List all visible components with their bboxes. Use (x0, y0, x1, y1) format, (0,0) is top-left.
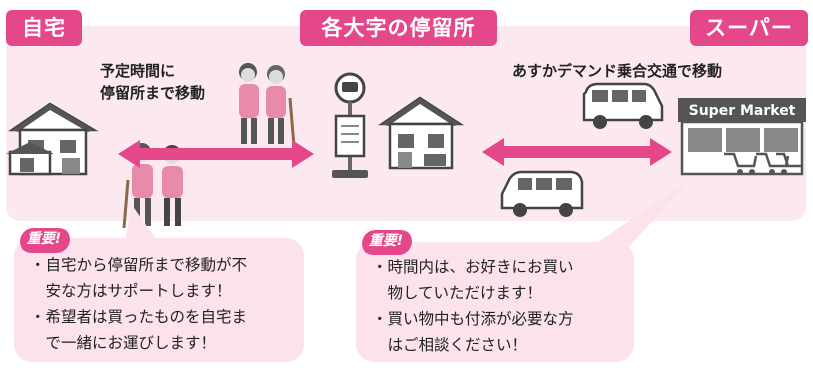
note-line: はご相談ください！ (372, 336, 528, 354)
van-icon (500, 170, 584, 217)
walk-caption-line1: 予定時間に (100, 62, 176, 80)
left-note-pointer (124, 205, 160, 245)
house-icon (6, 102, 99, 176)
double-arrow-icon (118, 140, 314, 168)
home-label: 自宅 (6, 10, 82, 46)
stop-label: 各大字の停留所 (300, 10, 497, 46)
right-note-pointer (586, 180, 690, 250)
elderly-couple-icon (239, 63, 296, 147)
note-line: 物していただけます！ (372, 284, 543, 302)
double-arrow-icon (482, 138, 672, 166)
supermarket-icon: Super Market (678, 98, 806, 176)
house-icon (378, 96, 464, 170)
note-line: ・時間内は、お好きにお買い (372, 258, 574, 276)
note-line: 安な方はサポートします！ (30, 282, 232, 300)
note-line: ・希望者は買ったものを自宅ま (30, 308, 248, 326)
important-badge: 重要! (18, 226, 70, 253)
left-note: ・自宅から停留所まで移動が不 安な方はサポートします！ ・希望者は買ったものを自… (14, 238, 304, 362)
note-line: ・買い物中も付添が必要な方 (372, 310, 574, 328)
store-sign-text: Super Market (689, 103, 796, 119)
bus-stop-icon (332, 72, 368, 178)
note-line: で一緒にお運びします！ (30, 334, 217, 352)
right-note: ・時間内は、お好きにお買い 物していただけます！ ・買い物中も付添が必要な方 は… (356, 242, 634, 362)
important-badge: 重要! (360, 228, 412, 255)
bus-caption: あすかデマンド乗合交通で移動 (512, 62, 723, 80)
van-icon (582, 82, 664, 129)
supermarket-label: スーパー (690, 10, 808, 46)
note-line: ・自宅から停留所まで移動が不 (30, 256, 248, 274)
walk-caption-line2: 停留所まで移動 (100, 84, 206, 102)
